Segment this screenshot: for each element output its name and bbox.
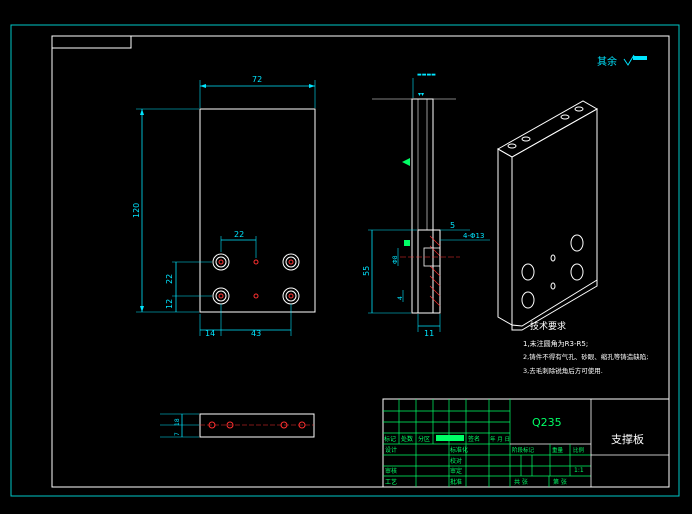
- outer-frame: [10, 24, 680, 497]
- small-hole-bottom: [253, 293, 259, 299]
- dim-hole-spacing-x: 22: [234, 230, 244, 239]
- section-hatch: [429, 235, 441, 307]
- dim-thickness: 11: [424, 329, 434, 338]
- side-step-section: [417, 229, 441, 314]
- dim-small: 4: [397, 296, 404, 300]
- large-hole-bottom-right: [282, 287, 300, 305]
- tb-sheet-no: 第 张: [553, 478, 567, 486]
- iso-hole-small-2: [550, 282, 556, 290]
- iso-hole-large-3: [521, 291, 535, 309]
- title-block: 标记 处数 分区 签名 年 月 日 设计 标准化 校对 审核 审定 工艺 批准 …: [382, 398, 670, 488]
- dim-height: 120: [132, 203, 141, 218]
- tb-label-count: 处数: [401, 435, 413, 443]
- dim-inner: Φ8: [392, 255, 399, 264]
- bottom-view: 18 7: [160, 413, 315, 438]
- iso-hole-large-2: [570, 234, 584, 252]
- iso-top-hole-2: [521, 136, 531, 142]
- large-hole-bottom-left: [212, 287, 230, 305]
- tb-scale-value: 1:1: [574, 467, 584, 474]
- dim-left-offset: 14: [205, 329, 215, 338]
- tech-req-item-2: 2,铸件不得有气孔、砂眼、缩孔等铸造缺陷;: [523, 352, 648, 361]
- dim-width: 72: [252, 75, 262, 84]
- corner-box: [51, 35, 132, 49]
- iso-hole-large-4: [570, 263, 584, 281]
- front-plate-outline: [199, 108, 316, 313]
- dim-right-span: 43: [251, 329, 261, 338]
- dim-hole-height: 55: [362, 266, 371, 276]
- title-green-bar: [436, 435, 464, 441]
- iso-front-face: [497, 148, 513, 326]
- tb-sheet-total: 共 张: [514, 478, 528, 486]
- dim-bottom-b: 7: [174, 432, 181, 436]
- side-plate-outline: [411, 98, 434, 314]
- iso-hole-small-1: [550, 254, 556, 262]
- tb-design: 设计: [385, 446, 397, 454]
- iso-hole-large-1: [521, 263, 535, 281]
- tb-weight: 重量: [552, 446, 564, 454]
- large-hole-top-right: [282, 253, 300, 271]
- tech-req-heading: 技术要求: [530, 320, 566, 332]
- roughness-symbol: [623, 54, 647, 66]
- technical-requirements: 技术要求 1,未注圆角为R3-R5; 2,铸件不得有气孔、砂眼、缩孔等铸造缺陷;…: [523, 320, 648, 375]
- side-view: ▬▬▬▬ ▾▾ 5 4-Φ13 55 Φ8 4 11: [362, 72, 490, 338]
- large-hole-top-left: [212, 253, 230, 271]
- dim-bottom-a: 18: [174, 418, 181, 426]
- roughness-note: 其余: [597, 55, 617, 68]
- svg-text:▾▾: ▾▾: [418, 91, 424, 98]
- part-name: 支撑板: [611, 432, 644, 446]
- tb-standardize: 标准化: [450, 446, 468, 454]
- tb-proofread: 校对: [450, 457, 462, 465]
- dim-bottom-offset: 12: [165, 299, 174, 309]
- isometric-view: [496, 100, 599, 331]
- tb-label-mark: 标记: [384, 435, 396, 443]
- tech-req-item-1: 1,未注圆角为R3-R5;: [523, 339, 588, 348]
- tb-label-date: 年 月 日: [490, 435, 510, 443]
- tb-stage-mark: 阶段标记: [512, 446, 535, 454]
- tb-scale: 比例: [573, 446, 585, 454]
- roughness-marker-green: [402, 158, 410, 166]
- small-hole-top: [253, 259, 259, 265]
- front-view: 72 120: [132, 75, 316, 338]
- tb-review: 审核: [385, 467, 397, 475]
- tb-verify: 审定: [450, 467, 462, 475]
- iso-side-face: [511, 108, 598, 327]
- iso-top-hole-3: [560, 114, 570, 120]
- iso-top-hole-1: [507, 143, 517, 149]
- tb-process: 工艺: [385, 478, 397, 486]
- tb-label-sign: 签名: [468, 435, 480, 443]
- bottom-plate-outline: [199, 413, 315, 438]
- material: Q235: [532, 416, 562, 429]
- dim-hole-callout: 4-Φ13: [463, 232, 484, 240]
- dim-step-depth: 5: [450, 221, 455, 230]
- tech-req-item-3: 3,去毛刺除锐角后方可使用.: [523, 366, 603, 375]
- side-top-note: ▬▬▬▬: [417, 72, 436, 78]
- inner-border: [51, 35, 670, 488]
- iso-top-face: [496, 100, 599, 158]
- marker-green-small: [404, 240, 410, 246]
- tb-label-zone: 分区: [418, 435, 430, 443]
- dim-hole-spacing-y: 22: [165, 274, 174, 284]
- iso-top-hole-4: [574, 106, 584, 112]
- tb-approve: 批准: [450, 478, 462, 486]
